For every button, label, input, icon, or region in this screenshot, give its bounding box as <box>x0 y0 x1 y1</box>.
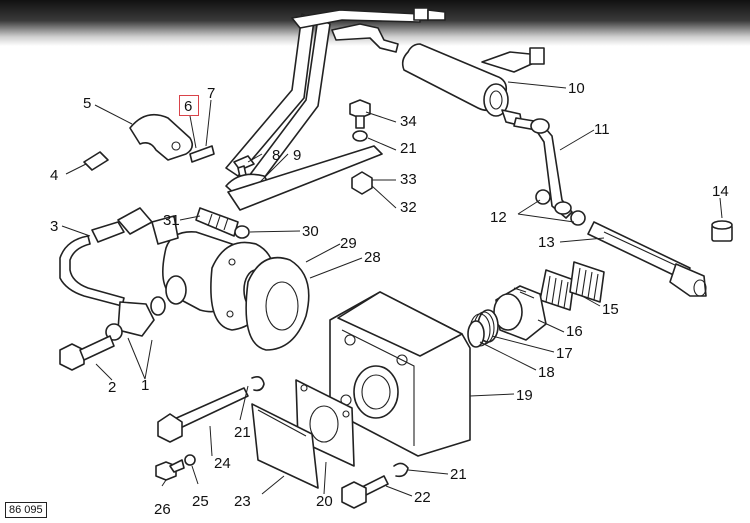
callout-10: 10 <box>568 80 585 97</box>
pump-body-10 <box>401 43 545 127</box>
callout-22: 22 <box>414 489 431 506</box>
bolt-31 <box>195 207 239 237</box>
callout-15: 15 <box>602 301 619 318</box>
callout-1: 1 <box>141 377 149 394</box>
callout-labels: 1 2 3 4 5 6 7 8 9 10 11 12 13 14 15 16 1… <box>50 80 729 518</box>
bracket-33 <box>227 145 383 211</box>
callout-16: 16 <box>566 323 583 340</box>
callout-14: 14 <box>712 183 729 200</box>
cap-14 <box>711 220 733 242</box>
callout-29: 29 <box>340 235 357 252</box>
callout-17: 17 <box>556 345 573 362</box>
callout-5: 5 <box>83 95 91 112</box>
bolt-26 <box>155 459 185 481</box>
washer-25 <box>184 454 196 466</box>
washer-21-top <box>352 130 368 142</box>
washer-30 <box>234 225 250 239</box>
callout-6: 6 <box>184 98 192 115</box>
bolt-2 <box>59 335 115 371</box>
bent-pipe-11 <box>513 117 573 219</box>
washer-12b <box>570 210 586 226</box>
cover-plate-23 <box>251 403 319 489</box>
callout-31: 31 <box>163 212 180 229</box>
nut-32 <box>351 171 373 195</box>
callout-9: 9 <box>293 147 301 164</box>
callout-8: 8 <box>272 147 280 164</box>
callout-23: 23 <box>234 493 251 510</box>
drawing-code: 86 095 <box>5 502 47 518</box>
circlip-21-right <box>393 462 409 478</box>
bolt-24 <box>157 387 249 443</box>
drive-shaft-13 <box>587 221 707 297</box>
callout-28: 28 <box>364 249 381 266</box>
pipe-3 <box>59 207 153 307</box>
gasket-28 <box>245 256 310 351</box>
callout-7: 7 <box>207 85 215 102</box>
circlip-21-left <box>251 376 265 392</box>
needle-bearings-15 <box>539 261 605 311</box>
callout-12: 12 <box>490 209 507 226</box>
callout-21-a: 21 <box>400 140 417 157</box>
leader-lines <box>61 81 723 497</box>
gear-16 <box>493 285 547 341</box>
callout-33: 33 <box>400 171 417 188</box>
clamp-5 <box>129 113 194 161</box>
callout-3: 3 <box>50 218 58 235</box>
callout-2: 2 <box>108 379 116 396</box>
callout-24: 24 <box>214 455 231 472</box>
spacer-4 <box>83 151 109 171</box>
highlight-box-callout-6 <box>179 95 199 116</box>
callout-21-b: 21 <box>234 424 251 441</box>
callout-25: 25 <box>192 493 209 510</box>
callout-21-c: 21 <box>450 466 467 483</box>
callout-11: 11 <box>594 121 610 138</box>
callout-32: 32 <box>400 199 417 216</box>
pipe-7 <box>189 145 215 163</box>
callout-20: 20 <box>316 493 333 510</box>
bolt-22 <box>341 475 389 509</box>
callout-34: 34 <box>400 113 417 130</box>
callout-4: 4 <box>50 167 58 184</box>
callout-18: 18 <box>538 364 555 381</box>
fitting-1 <box>105 296 166 341</box>
callout-19: 19 <box>516 387 533 404</box>
bolt-34 <box>349 99 371 129</box>
callout-26: 26 <box>154 501 171 518</box>
washer-12a <box>535 189 551 205</box>
upper-fuel-pipes <box>225 7 446 187</box>
ring-18 <box>467 320 485 348</box>
housing-19 <box>329 291 471 457</box>
callout-30: 30 <box>302 223 319 240</box>
callout-13: 13 <box>538 234 555 251</box>
